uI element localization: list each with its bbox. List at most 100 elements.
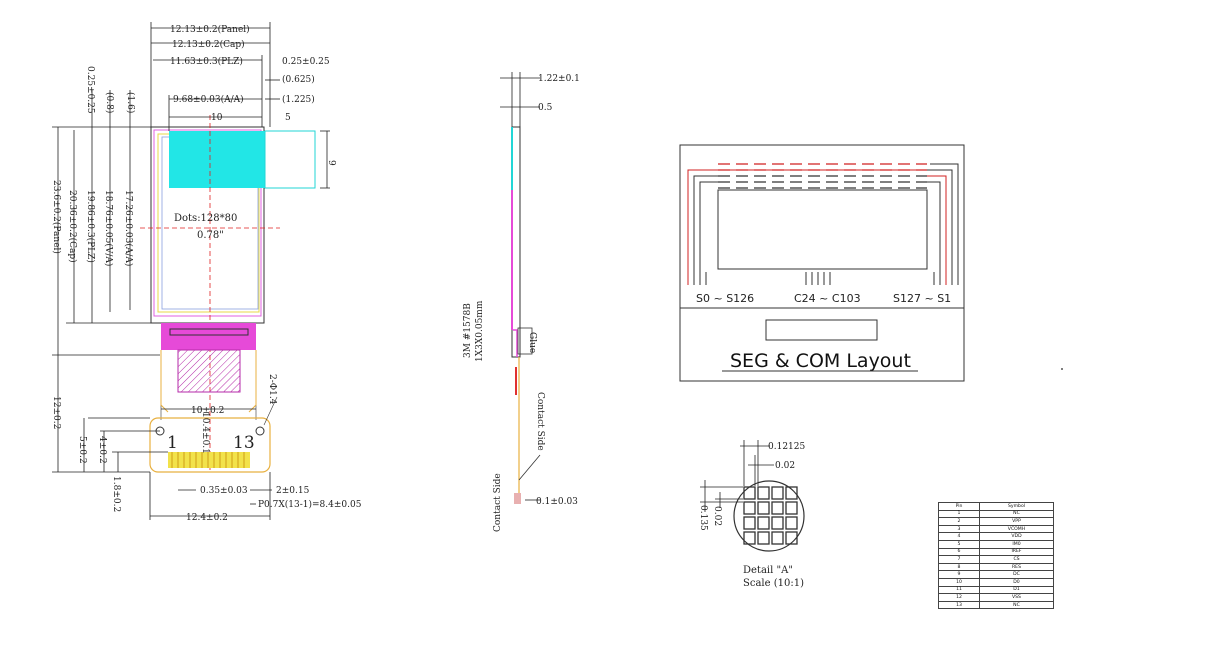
contact-side-top: Contact Side bbox=[535, 392, 545, 451]
contact-side-bottom: Contact Side bbox=[493, 473, 503, 532]
pin-symbol: D0 bbox=[979, 577, 1054, 587]
seg-com-display bbox=[717, 189, 928, 270]
pin-header: Pin bbox=[938, 502, 980, 511]
dim-pin-pitch: 0.35±0.03 bbox=[200, 486, 248, 496]
pin-number: 3 bbox=[938, 524, 980, 534]
pin-symbol: DC bbox=[979, 570, 1054, 579]
side-view: 1.22±0.1 0.5 3M #1578B 1X3X0.05mm Glue C… bbox=[463, 72, 580, 532]
seg-com-ic bbox=[765, 319, 878, 341]
diagonal-label: 0.78" bbox=[197, 230, 224, 241]
seg-com-title: SEG & COM Layout bbox=[730, 350, 911, 372]
symbol-header: Symbol bbox=[979, 502, 1054, 511]
dim-ten-top: 10 bbox=[211, 113, 223, 123]
dim-panel-height: 23.6±0.2(Panel) bbox=[51, 180, 62, 254]
pin-last-label: 13 bbox=[233, 433, 255, 453]
detail-circle bbox=[733, 480, 805, 552]
seg-com-frame bbox=[679, 144, 965, 382]
dim-fpc-width: 10±0.2 bbox=[191, 406, 224, 416]
dim-va-height: 18.76±0.05(V/A) bbox=[103, 190, 114, 266]
dim-cap-height: 20.36±0.2(Cap) bbox=[67, 190, 78, 263]
detail-title: Detail "A" bbox=[743, 565, 793, 576]
detail-pitch-a: 0.12125 bbox=[768, 442, 805, 452]
pin-symbol: D1 bbox=[979, 585, 1054, 595]
dim-left-c: (1.6) bbox=[125, 92, 136, 113]
side-panel bbox=[511, 126, 521, 358]
pin-number: 13 bbox=[938, 600, 980, 610]
dots-label: Dots:128*80 bbox=[174, 213, 237, 224]
seg-com-layout: S0 ~ S126 C24 ~ C103 S127 ~ S1 SEG & COM… bbox=[679, 144, 965, 382]
dim-right-a: 0.25±0.25 bbox=[282, 57, 330, 67]
pin-number: 6 bbox=[938, 547, 980, 557]
dim-right-b: (0.625) bbox=[282, 74, 315, 85]
cap-outline bbox=[153, 129, 262, 317]
pin-number: 12 bbox=[938, 593, 980, 602]
seg-left-label: S0 ~ S126 bbox=[696, 292, 754, 305]
pin-number: 4 bbox=[938, 532, 980, 541]
dim-left-a: 0.25±0.25 bbox=[85, 66, 95, 114]
dim-fpc-total: 12.4±0.2 bbox=[186, 513, 228, 523]
com-mid-label: C24 ~ C103 bbox=[794, 292, 861, 305]
pin-symbol: RES bbox=[979, 562, 1054, 572]
fpc-connector bbox=[149, 417, 271, 473]
pin-first-label: 1 bbox=[167, 433, 178, 453]
dim-fpc-height: 12±0.2 bbox=[51, 396, 61, 429]
tape-label: 3M #1578B bbox=[463, 303, 473, 358]
pin-symbol: VCOMH bbox=[979, 524, 1054, 534]
dim-pin-end: 2±0.15 bbox=[276, 486, 310, 496]
fpc-bond bbox=[161, 323, 256, 350]
pin-symbol: IREF bbox=[979, 547, 1054, 557]
dim-fpc-c: 1.8±0.2 bbox=[111, 476, 121, 512]
pin-number: 11 bbox=[938, 585, 980, 595]
dim-cap-width: 12.13±0.2(Cap) bbox=[172, 39, 245, 50]
pin-number: 10 bbox=[938, 577, 980, 587]
dim-half: 0.5 bbox=[538, 103, 553, 113]
pin-symbol: CS bbox=[979, 555, 1054, 564]
active-area-extension bbox=[264, 130, 316, 189]
front-view: Dots:128*80 0.78" 1 13 bbox=[51, 22, 362, 523]
dim-side-bottom: 0.1±0.03 bbox=[536, 497, 578, 507]
dim-plz-height: 19.86±0.3(PLZ) bbox=[85, 190, 96, 263]
hole-right bbox=[255, 426, 265, 436]
fpc-neck bbox=[177, 349, 241, 393]
pin-symbol: VSS bbox=[979, 593, 1054, 602]
detail-pitch-b: 0.135 bbox=[698, 505, 708, 531]
pin-number: 2 bbox=[938, 517, 980, 526]
driver-ic bbox=[169, 328, 249, 336]
dim-right-c: (1.225) bbox=[282, 94, 315, 105]
dim-nine: 9 bbox=[326, 160, 336, 166]
pin-symbol: VDD bbox=[979, 532, 1054, 541]
pin-symbol: IM0 bbox=[979, 539, 1054, 549]
dim-thickness: 1.22±0.1 bbox=[538, 74, 580, 84]
dim-plz-width: 11.63±0.3(PLZ) bbox=[170, 56, 243, 67]
pin-number: 5 bbox=[938, 539, 980, 549]
tape-size-label: 1X3X0.05mm bbox=[475, 300, 485, 362]
pin-symbol: NC bbox=[979, 509, 1054, 519]
dim-hole: 2-Φ1.4 bbox=[267, 374, 277, 405]
dim-fpc-a: 5±0.2 bbox=[77, 436, 87, 464]
detail-gap-a: 0.02 bbox=[775, 461, 795, 471]
pin-symbol: VPP bbox=[979, 517, 1054, 526]
dim-panel-width: 12.13±0.2(Panel) bbox=[170, 24, 250, 35]
detail-scale: Scale (10:1) bbox=[743, 578, 804, 589]
dim-aa-width: 9.68±0.03(A/A) bbox=[173, 94, 244, 105]
side-bottom-mark bbox=[514, 493, 521, 504]
pin-number: 1 bbox=[938, 509, 980, 519]
pin-number: 7 bbox=[938, 555, 980, 564]
pin-symbol: NC bbox=[979, 600, 1054, 610]
dim-fpc-mid: 10.4±0.1 bbox=[200, 412, 210, 454]
seg-right-label: S127 ~ S1 bbox=[893, 292, 951, 305]
dim-fpc-b: 4±0.2 bbox=[97, 436, 107, 464]
